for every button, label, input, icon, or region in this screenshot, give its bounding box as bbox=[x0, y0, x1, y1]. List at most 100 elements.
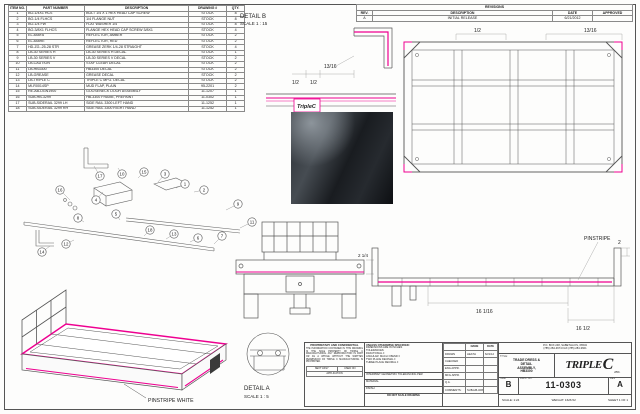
company-block: P.O. BOX 248, SABETHA KS, 66534 (785) 28… bbox=[499, 343, 631, 406]
detail-b-title: DETAIL B bbox=[240, 14, 266, 20]
titleblock-row: CHECKED bbox=[443, 357, 498, 366]
detail-b-pinstripe bbox=[354, 31, 389, 66]
photo-truck-bed bbox=[291, 112, 393, 204]
callout-balloon-1: 1 bbox=[175, 179, 190, 189]
callout-balloon-2: 2 bbox=[193, 185, 209, 195]
application-table: NEXT ASSY USED ON APPLICATION bbox=[306, 366, 364, 378]
svg-text:16: 16 bbox=[58, 188, 63, 193]
callout-balloon-15: 15 bbox=[137, 167, 149, 179]
brand-c: C bbox=[602, 356, 614, 374]
scale-text: SCALE: 1:24 bbox=[502, 397, 520, 402]
titleblock-row: COMMENTS:SUB-HB-3299 TD bbox=[443, 386, 498, 395]
spec-block: UNLESS OTHERWISE SPECIFIED: DIMENSIONS A… bbox=[365, 343, 443, 406]
detail-b-view: DETAIL B SCALE 1 : 15 1/2 1/2 13/16 Trip… bbox=[240, 14, 396, 113]
dim-label: 2 1/4 bbox=[358, 253, 369, 258]
svg-text:14: 14 bbox=[40, 250, 45, 255]
rear-body bbox=[235, 259, 365, 319]
callout-balloon-10: 10 bbox=[117, 167, 127, 179]
detail-a-scale: SCALE 1 : 5 bbox=[244, 394, 269, 399]
do-not-scale-label: DO NOT SCALE DRAWING bbox=[387, 393, 420, 397]
titleblock-row: Q.A. bbox=[443, 378, 498, 388]
revision-letter: A bbox=[617, 379, 623, 389]
dim-label: 1/2 bbox=[474, 28, 481, 34]
side-dim-lines bbox=[427, 241, 630, 323]
drawing-number: 11-0303 bbox=[545, 379, 582, 390]
svg-text:4: 4 bbox=[95, 198, 98, 203]
callout-balloon-9: 9 bbox=[225, 199, 243, 211]
svg-text:12: 12 bbox=[64, 242, 69, 247]
dim-label: 2 bbox=[618, 240, 621, 246]
sheet-size: B bbox=[505, 379, 512, 389]
svg-text:18: 18 bbox=[148, 228, 153, 233]
topview-members bbox=[412, 50, 614, 164]
iso-deck-planks bbox=[29, 327, 219, 370]
proprietary-body: THE INFORMATION CONTAINED IN THIS DRAWIN… bbox=[306, 348, 363, 364]
dim-label: 13/16 bbox=[584, 28, 597, 34]
iso-view: PINSTRIPE WHITE bbox=[20, 289, 228, 404]
svg-text:13: 13 bbox=[172, 232, 177, 237]
detail-a-title: DETAIL A bbox=[244, 386, 270, 392]
svg-text:9: 9 bbox=[237, 202, 240, 207]
detail-b-dim-lines bbox=[292, 55, 355, 78]
svg-text:5: 5 bbox=[115, 212, 118, 217]
callout-balloon-8: 8 bbox=[73, 213, 85, 223]
svg-text:17: 17 bbox=[98, 174, 103, 179]
svg-text:6: 6 bbox=[197, 236, 200, 241]
topview-pinstripe-marks bbox=[403, 41, 623, 173]
callout-balloon-16: 16 bbox=[55, 185, 71, 201]
detail-a-view: DETAIL A SCALE 1 : 5 bbox=[244, 332, 290, 399]
dim-label: 1/2 bbox=[310, 80, 317, 86]
brand-triple: TRIPLE bbox=[565, 359, 603, 372]
rear-view: 2 1/4 bbox=[235, 221, 374, 319]
interpret-row: INTERPRET GEOMETRIC TOLERANCING PER: bbox=[365, 373, 442, 380]
brand-inc: INC. bbox=[614, 369, 621, 374]
svg-text:11: 11 bbox=[250, 220, 255, 225]
title-block: PROPRIETARY AND CONFIDENTIAL THE INFORMA… bbox=[304, 342, 632, 407]
svg-text:2: 2 bbox=[203, 188, 206, 193]
pinstripe-white-leader bbox=[123, 383, 147, 399]
application-label: APPLICATION bbox=[306, 371, 363, 378]
proprietary-title: PROPRIETARY AND CONFIDENTIAL bbox=[310, 343, 359, 347]
svg-text:8: 8 bbox=[77, 216, 80, 221]
exploded-parts bbox=[23, 147, 241, 252]
title-label: TITLE: bbox=[500, 355, 508, 358]
callout-balloon-17: 17 bbox=[93, 165, 105, 181]
pinstripe-label: PINSTRIPE bbox=[584, 236, 611, 242]
svg-text:15: 15 bbox=[142, 170, 147, 175]
proprietary-block: PROPRIETARY AND CONFIDENTIAL THE INFORMA… bbox=[305, 343, 365, 406]
callout-balloon-5: 5 bbox=[111, 209, 121, 221]
dim-label: 13/16 bbox=[324, 64, 337, 70]
detail-b-siderail: TripleC bbox=[266, 93, 396, 113]
date-col-header: DATE bbox=[483, 343, 498, 352]
side-view: 2 16 1/16 16 1/2 PINSTRIPE bbox=[371, 236, 630, 332]
callout-balloon-13: 13 bbox=[165, 229, 179, 240]
topview-dim-lines bbox=[455, 33, 623, 40]
callout-balloon-11: 11 bbox=[239, 217, 257, 229]
top-view: 1/2 13/16 bbox=[403, 28, 623, 173]
sheet-text: SHEET 1 OF 1 bbox=[608, 397, 628, 402]
iso-skirts bbox=[21, 343, 227, 391]
callout-balloon-12: 12 bbox=[61, 239, 75, 249]
detail-a-geometry bbox=[246, 332, 290, 376]
